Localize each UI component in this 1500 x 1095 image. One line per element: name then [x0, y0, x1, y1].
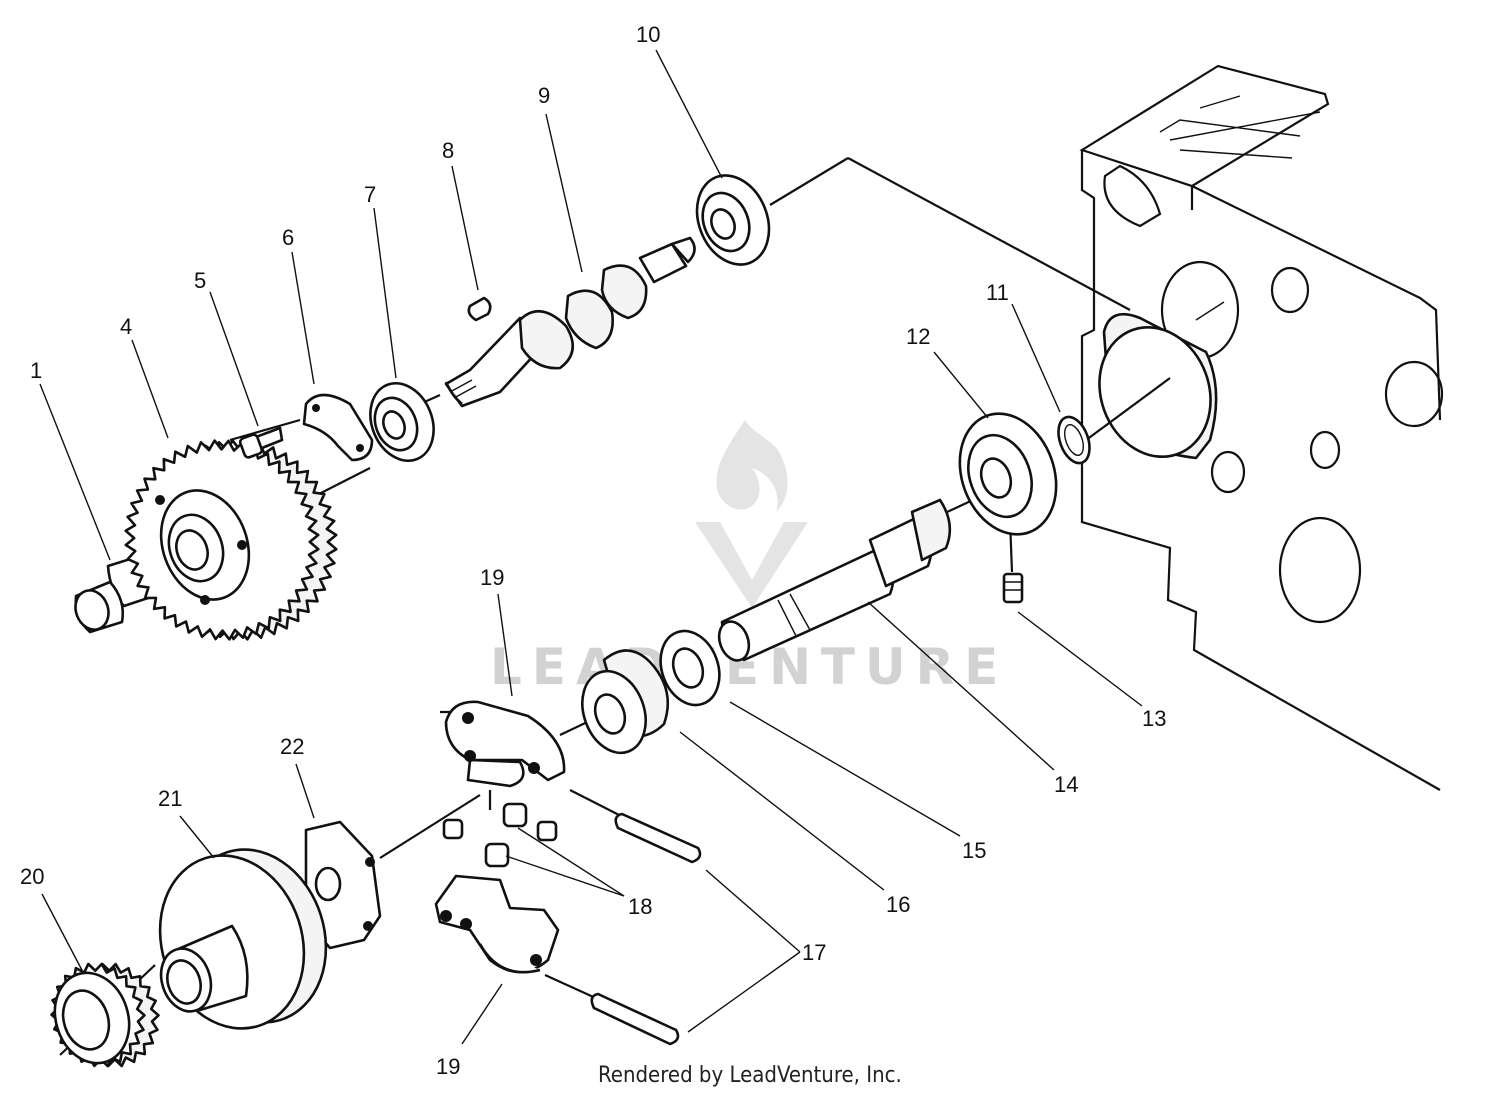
part-4-cam-gear [124, 439, 338, 641]
part-7-ball-bearing [369, 381, 435, 463]
callout-13: 13 [1142, 706, 1166, 731]
leader-20 [41, 893, 85, 975]
callout-19-lower: 19 [436, 1054, 460, 1079]
part-20-pinion-gear [50, 962, 160, 1068]
callout-4: 4 [120, 314, 132, 339]
credit-text: Rendered by LeadVenture, Inc. [598, 1063, 902, 1088]
leader-11 [1011, 303, 1061, 413]
part-6-retainer-plate [302, 393, 374, 462]
leader-5 [209, 291, 259, 427]
callout-14: 14 [1054, 772, 1078, 797]
leader-10 [655, 49, 723, 179]
callout-19-upper: 19 [480, 565, 504, 590]
leader-6 [291, 251, 315, 385]
part-8-woodruff-key [467, 296, 492, 322]
leader-19a [497, 593, 513, 697]
watermark-v-icon [695, 522, 808, 608]
callout-leaders [39, 49, 1143, 1045]
leader-4 [131, 339, 169, 439]
part-16-governor-sleeve [581, 649, 670, 755]
leader-9 [545, 113, 583, 273]
callout-12: 12 [906, 324, 930, 349]
leader-14 [867, 601, 1055, 771]
leader-22 [295, 763, 315, 819]
callout-17: 17 [802, 940, 826, 965]
leader-19b [461, 983, 503, 1045]
callout-11: 11 [986, 280, 1009, 305]
part-13-set-screw [1002, 572, 1024, 604]
leader-15 [729, 701, 961, 837]
callout-16: 16 [886, 892, 910, 917]
part-21-governor-drum [158, 848, 328, 1030]
leader-7 [373, 207, 397, 379]
callout-22: 22 [280, 734, 304, 759]
callout-8: 8 [442, 138, 454, 163]
part-9-camshaft [444, 236, 696, 408]
part-19-governor-weight-lower [434, 874, 560, 974]
callout-10: 10 [636, 22, 660, 47]
leader-1 [39, 383, 111, 561]
leader-13 [1017, 611, 1143, 707]
leader-8 [451, 165, 479, 291]
watermark-flame-icon [716, 420, 788, 512]
callout-1: 1 [30, 358, 42, 383]
callout-20: 20 [20, 864, 44, 889]
engine-block [1079, 64, 1444, 791]
leader-16 [679, 731, 885, 891]
part-14-governor-shaft [717, 498, 952, 662]
callout-15: 15 [962, 838, 986, 863]
part-17-pins [590, 812, 702, 1046]
callout-9: 9 [538, 83, 550, 108]
callout-7: 7 [364, 182, 376, 207]
part-12-ball-bearing [958, 412, 1058, 536]
callout-5: 5 [194, 268, 206, 293]
part-11-snap-ring [1057, 415, 1091, 465]
leader-17b [687, 951, 801, 1033]
callout-labels: 1 4 5 6 7 8 9 10 11 12 13 14 15 16 17 18… [20, 22, 1166, 1079]
leader-12 [933, 351, 989, 419]
leader-18a [517, 827, 625, 897]
leader-17a [705, 869, 801, 953]
leader-18b [505, 855, 625, 897]
callout-18: 18 [628, 894, 652, 919]
part-5-bolt [238, 426, 284, 459]
callout-6: 6 [282, 225, 294, 250]
part-19-governor-weight-upper [444, 700, 566, 788]
part-10-ball-bearing [695, 174, 771, 266]
part-15-washer [659, 629, 721, 707]
callout-21: 21 [158, 786, 182, 811]
part-18-nuts [442, 802, 558, 868]
leader-21 [179, 815, 215, 859]
